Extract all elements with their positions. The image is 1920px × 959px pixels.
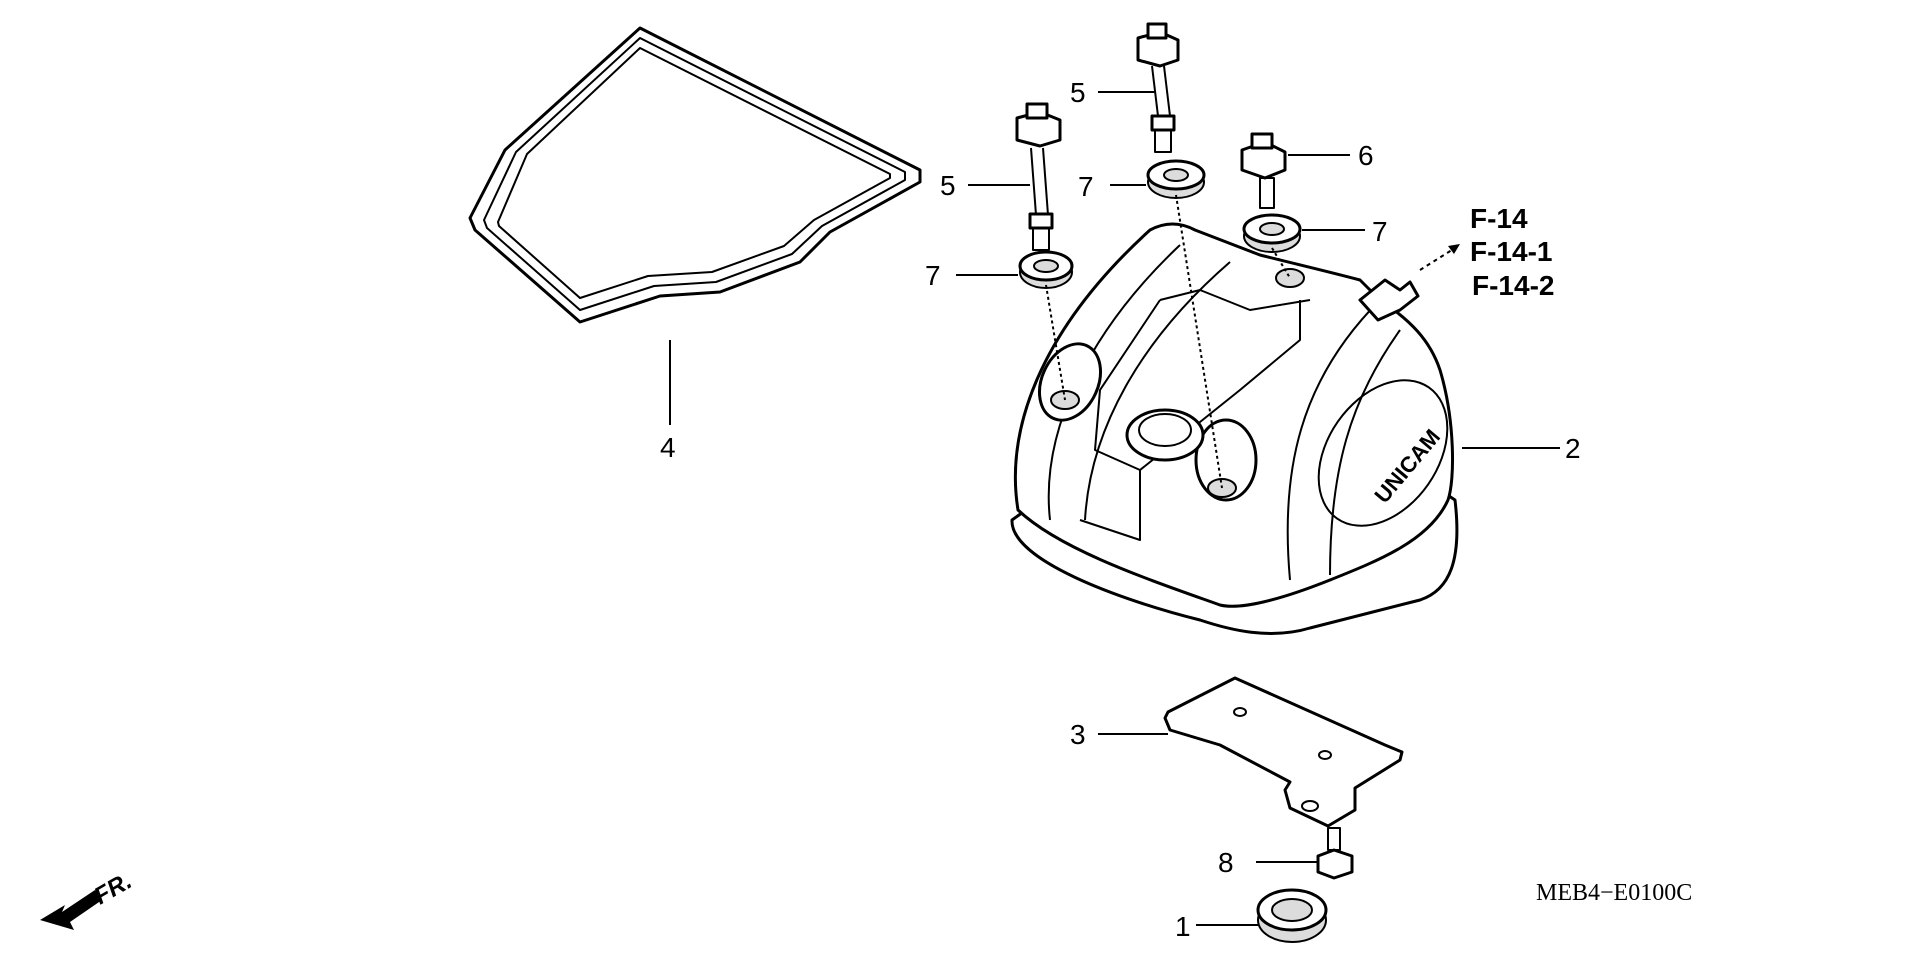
front-arrow-icon <box>40 890 102 930</box>
reference-f-14-1: F-14-1 <box>1470 236 1552 267</box>
bolt-part-6 <box>1240 132 1287 209</box>
seal-part-1 <box>1256 888 1328 943</box>
callout-2: 2 <box>1565 433 1581 464</box>
reference-f-14: F-14 <box>1470 203 1528 234</box>
callout-7-right: 7 <box>1372 216 1388 247</box>
front-direction-label: FR. <box>90 867 137 910</box>
bracket-part-3 <box>1163 676 1404 828</box>
callout-7-left: 7 <box>925 260 941 291</box>
assembly-line-left <box>1045 284 1066 401</box>
callout-5-right: 5 <box>1070 77 1086 108</box>
washer-part-7-middle <box>1146 159 1206 199</box>
callout-8: 8 <box>1218 847 1234 878</box>
bolt-part-8 <box>1316 827 1354 880</box>
front-direction-indicator: FR. <box>40 867 136 930</box>
callout-4: 4 <box>660 432 676 463</box>
diagram-code: MEB4−E0100C <box>1536 880 1692 906</box>
callout-1: 1 <box>1175 911 1191 942</box>
callout-6: 6 <box>1358 140 1374 171</box>
callout-3: 3 <box>1070 719 1086 750</box>
callout-5-left: 5 <box>940 170 956 201</box>
bolt-part-5-right <box>1136 22 1180 153</box>
washer-part-7-right <box>1242 213 1302 253</box>
bolt-part-5-left <box>1015 102 1062 251</box>
gasket-part-4 <box>468 26 922 324</box>
reference-arrow-head <box>1448 244 1460 254</box>
washer-part-7-left <box>1018 250 1074 289</box>
reference-f-14-2: F-14-2 <box>1472 270 1554 301</box>
assembly-line-middle <box>1175 194 1223 489</box>
cylinder-head-cover-part-2: UNICAM <box>1010 222 1459 635</box>
reference-arrow-line <box>1419 247 1456 271</box>
callout-7-middle: 7 <box>1078 171 1094 202</box>
